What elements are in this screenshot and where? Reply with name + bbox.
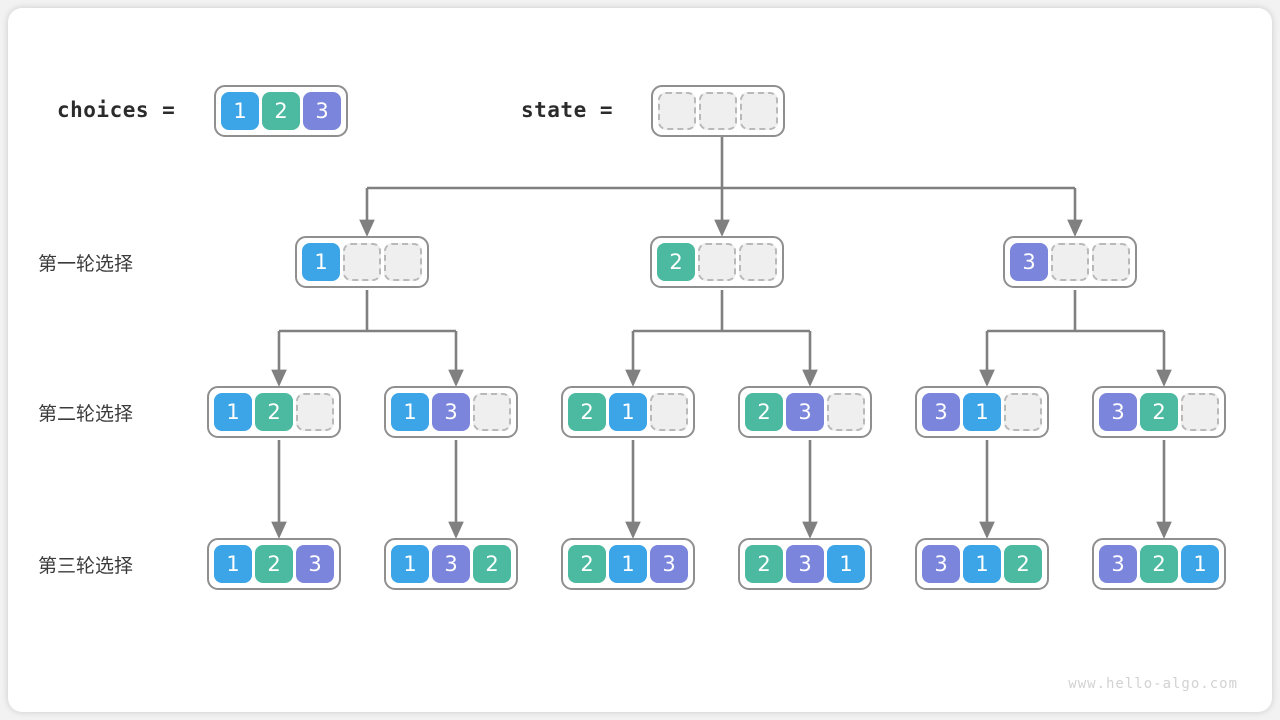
- tree-node-r1-c2: 2: [650, 236, 784, 288]
- array-cell-filled: 1: [214, 393, 252, 431]
- array-cell-empty: [1051, 243, 1089, 281]
- choices-label: choices =: [57, 98, 176, 122]
- array-cell-filled: 3: [922, 393, 960, 431]
- array-cell-empty: [296, 393, 334, 431]
- array-cell-filled: 3: [432, 393, 470, 431]
- array-cell-filled: 1: [302, 243, 340, 281]
- array-cell-empty: [699, 92, 737, 130]
- array-cell-filled: 2: [473, 545, 511, 583]
- watermark: www.hello-algo.com: [1068, 676, 1238, 692]
- state-label: state =: [521, 98, 614, 122]
- row-label-1: 第一轮选择: [38, 253, 134, 275]
- array-cell-filled: 2: [255, 393, 293, 431]
- array-cell-filled: 3: [650, 545, 688, 583]
- array-cell-empty: [698, 243, 736, 281]
- array-cell-empty: [658, 92, 696, 130]
- row-label-3: 第三轮选择: [38, 555, 134, 577]
- array-cell-filled: 1: [221, 92, 259, 130]
- array-cell-filled: 2: [745, 393, 783, 431]
- array-cell-filled: 2: [262, 92, 300, 130]
- array-cell-empty: [827, 393, 865, 431]
- array-cell-filled: 2: [1004, 545, 1042, 583]
- tree-node-r1-c3: 3: [1003, 236, 1137, 288]
- array-cell-empty: [650, 393, 688, 431]
- array-cell-filled: 2: [745, 545, 783, 583]
- array-cell-filled: 2: [255, 545, 293, 583]
- array-cell-filled: 3: [922, 545, 960, 583]
- row-label-2: 第二轮选择: [38, 403, 134, 425]
- array-cell-filled: 1: [963, 545, 1001, 583]
- array-cell-empty: [1092, 243, 1130, 281]
- array-cell-filled: 3: [303, 92, 341, 130]
- array-cell-filled: 3: [786, 545, 824, 583]
- array-cell-filled: 3: [432, 545, 470, 583]
- array-cell-filled: 2: [568, 545, 606, 583]
- array-cell-empty: [473, 393, 511, 431]
- array-cell-filled: 3: [296, 545, 334, 583]
- array-cell-empty: [384, 243, 422, 281]
- array-cell-filled: 1: [1181, 545, 1219, 583]
- array-cell-filled: 1: [391, 545, 429, 583]
- array-cell-filled: 2: [1140, 545, 1178, 583]
- array-cell-empty: [1004, 393, 1042, 431]
- array-cell-filled: 1: [391, 393, 429, 431]
- array-cell-filled: 2: [568, 393, 606, 431]
- diagram-card: [8, 8, 1272, 712]
- array-cell-filled: 3: [1099, 393, 1137, 431]
- array-cell-empty: [740, 92, 778, 130]
- array-cell-filled: 1: [609, 393, 647, 431]
- array-cell-filled: 1: [609, 545, 647, 583]
- array-cell-filled: 1: [214, 545, 252, 583]
- array-cell-filled: 3: [786, 393, 824, 431]
- array-cell-filled: 3: [1010, 243, 1048, 281]
- array-cell-empty: [1181, 393, 1219, 431]
- array-cell-filled: 1: [827, 545, 865, 583]
- array-cell-filled: 2: [1140, 393, 1178, 431]
- array-cell-filled: 3: [1099, 545, 1137, 583]
- array-cell-empty: [343, 243, 381, 281]
- tree-node-r1-c1: 1: [295, 236, 429, 288]
- state-array: [651, 85, 785, 137]
- array-cell-filled: 2: [657, 243, 695, 281]
- array-cell-filled: 1: [963, 393, 1001, 431]
- array-cell-empty: [739, 243, 777, 281]
